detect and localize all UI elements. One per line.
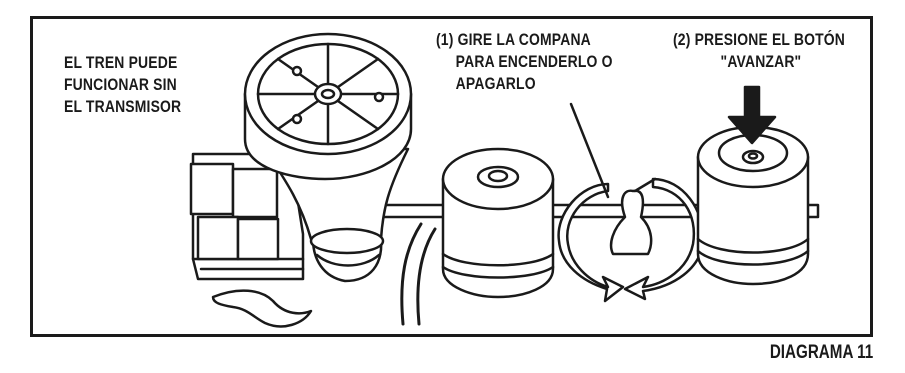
- label-step-1: (1) GIRE LA COMPANA PARA ENCENDERLO O AP…: [436, 29, 613, 95]
- label-line: EL TRANSMISOR: [64, 97, 182, 116]
- bell-icon: [609, 177, 657, 256]
- wheel-drum: [243, 32, 413, 181]
- diagram-caption: DIAGRAMA 11: [769, 342, 873, 363]
- right-drum: [696, 125, 810, 286]
- label-line: (1) GIRE LA COMPANA: [436, 30, 591, 49]
- label-line: FUNCIONAR SIN: [64, 75, 177, 94]
- label-line: PARA ENCENDERLO O: [455, 52, 613, 71]
- track-curve: [400, 222, 437, 326]
- pointer-line: [569, 102, 610, 199]
- label-step-2: (2) PRESIONE EL BOTÓN "AVANZAR": [673, 29, 845, 73]
- label-line: "AVANZAR": [720, 52, 802, 71]
- label-line: EL TREN PUEDE: [64, 53, 178, 72]
- down-arrow-icon: [727, 85, 777, 145]
- base-block: [189, 137, 305, 281]
- label-line: APAGARLO: [455, 74, 536, 93]
- label-runs-without-transmitter: EL TREN PUEDE FUNCIONAR SIN EL TRANSMISO…: [64, 52, 181, 118]
- train-illustration: [189, 32, 820, 328]
- smoke-puff: [211, 289, 313, 328]
- middle-drum: [441, 147, 555, 299]
- label-line: (2) PRESIONE EL BOTÓN: [673, 30, 846, 49]
- diagram-frame: EL TREN PUEDE FUNCIONAR SIN EL TRANSMISO…: [30, 16, 873, 337]
